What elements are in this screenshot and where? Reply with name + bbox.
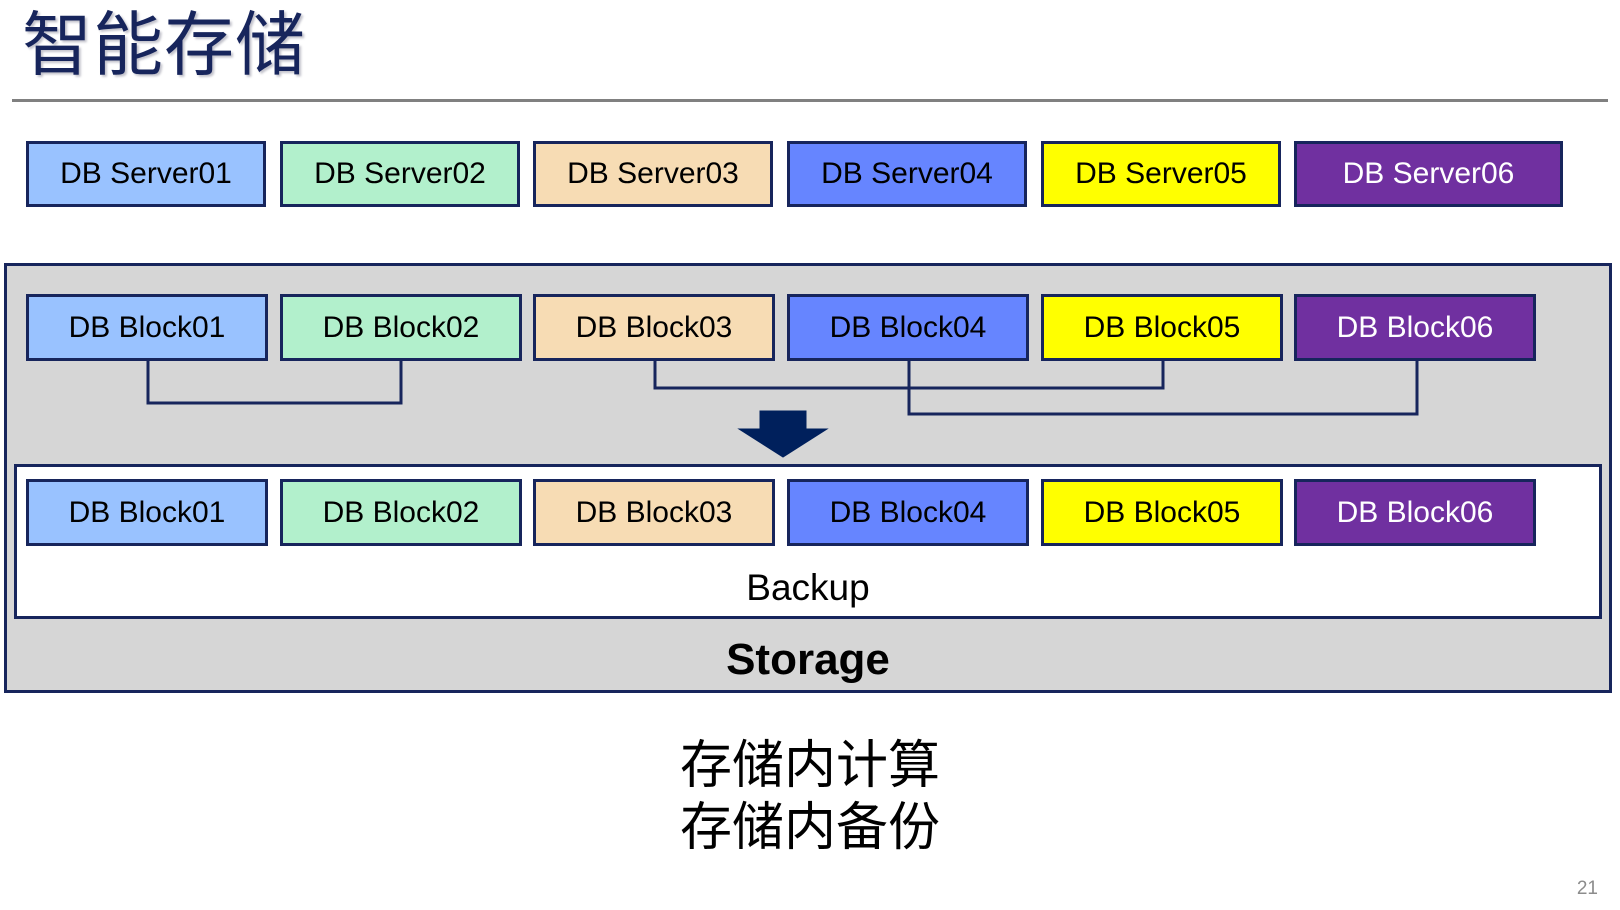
db-server-box-4[interactable]: DB Server04 (787, 141, 1027, 207)
primary-db-block-1[interactable]: DB Block01 (26, 294, 268, 361)
backup-db-block-4[interactable]: DB Block04 (787, 479, 1029, 546)
caption-line-1: 存储内计算 (679, 737, 940, 795)
primary-db-block-2[interactable]: DB Block02 (280, 294, 522, 361)
db-server-box-6[interactable]: DB Server06 (1294, 141, 1563, 207)
backup-label: Backup (746, 567, 870, 608)
primary-db-block-5[interactable]: DB Block05 (1041, 294, 1283, 361)
db-server-box-1[interactable]: DB Server01 (26, 141, 266, 207)
db-server-box-3[interactable]: DB Server03 (533, 141, 773, 207)
caption-block: 存储内计算 存储内备份 (0, 735, 1620, 859)
backup-db-block-2[interactable]: DB Block02 (280, 479, 522, 546)
db-server-box-2[interactable]: DB Server02 (280, 141, 520, 207)
storage-label: Storage (726, 635, 890, 684)
primary-db-block-3[interactable]: DB Block03 (533, 294, 775, 361)
primary-db-block-4[interactable]: DB Block04 (787, 294, 1029, 361)
primary-db-block-6[interactable]: DB Block06 (1294, 294, 1536, 361)
title-divider (12, 99, 1608, 102)
page-title: 智能存储 (22, 6, 306, 84)
backup-db-block-1[interactable]: DB Block01 (26, 479, 268, 546)
db-server-box-5[interactable]: DB Server05 (1041, 141, 1281, 207)
backup-db-block-5[interactable]: DB Block05 (1041, 479, 1283, 546)
backup-db-block-3[interactable]: DB Block03 (533, 479, 775, 546)
caption-line-2: 存储内备份 (679, 799, 940, 857)
page-number: 21 (1576, 878, 1598, 899)
backup-db-block-6[interactable]: DB Block06 (1294, 479, 1536, 546)
